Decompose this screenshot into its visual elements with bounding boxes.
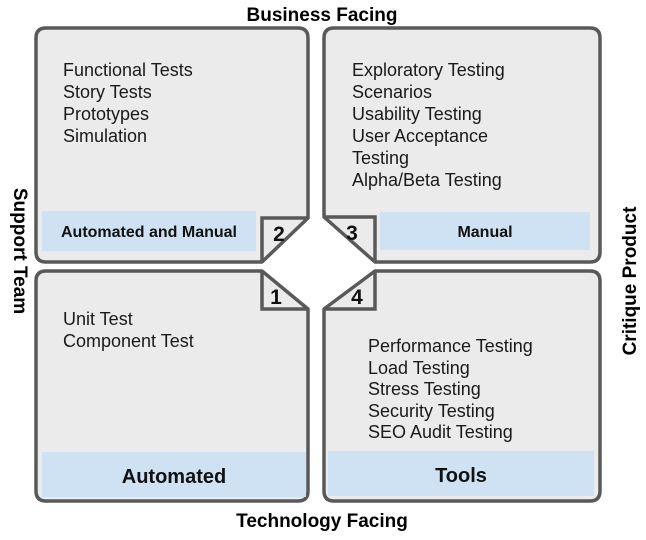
quadrant-2-mode-bar (42, 211, 256, 251)
quadrant-3-item: User Acceptance (352, 126, 488, 146)
quadrant-4-number: 4 (351, 286, 363, 309)
quadrant-4-shape (322, 269, 602, 503)
quadrant-2-item: Prototypes (63, 104, 149, 124)
quadrant-4-mode-label: Tools (435, 465, 487, 487)
quadrant-2-item: Functional Tests (63, 60, 193, 80)
quadrant-2-number-box (260, 216, 308, 262)
axis-label-right: Critique Product (620, 206, 641, 356)
axis-label-bottom: Technology Facing (236, 511, 408, 532)
quadrant-4-item: Load Testing (368, 358, 470, 378)
quadrant-4-item: SEO Audit Testing (368, 422, 513, 442)
quadrant-3-number: 3 (346, 222, 358, 245)
quadrant-1-number-box (260, 271, 308, 311)
quadrant-2-shape (34, 26, 310, 264)
quadrant-2-item: Simulation (63, 126, 147, 146)
quadrant-1-mode-bar (42, 452, 306, 497)
quadrant-3-item: Exploratory Testing (352, 60, 505, 80)
quadrant-2-item: Story Tests (63, 82, 152, 102)
axis-label-left: Support Team (9, 188, 30, 314)
quadrant-4-mode-bar (328, 451, 594, 496)
quadrant-2-number: 2 (273, 223, 285, 246)
quadrant-4-item: Security Testing (368, 401, 495, 421)
quadrant-3-shape (322, 26, 602, 264)
quadrant-3-item: Scenarios (352, 82, 432, 102)
quadrant-3-mode-bar (380, 212, 590, 250)
quadrant-3-item: Testing (352, 148, 409, 168)
quadrant-3-number-box (324, 215, 377, 262)
quadrant-4-item: Stress Testing (368, 379, 481, 399)
quadrant-1-item: Unit Test (63, 309, 133, 329)
quadrant-2-mode-label: Automated and Manual (61, 224, 237, 241)
quadrant-3-item: Alpha/Beta Testing (352, 170, 502, 190)
quadrant-3-item: Usability Testing (352, 104, 482, 124)
quadrant-1-number: 1 (270, 286, 282, 309)
quadrant-4-number-box (324, 271, 377, 311)
quadrant-4-item: Performance Testing (368, 336, 533, 356)
quadrant-3-mode-label: Manual (457, 224, 512, 241)
quadrant-1-shape (34, 269, 310, 503)
axis-label-top: Business Facing (247, 5, 398, 26)
quadrant-1-item: Component Test (63, 331, 194, 351)
quadrant-1-mode-label: Automated (122, 466, 226, 488)
